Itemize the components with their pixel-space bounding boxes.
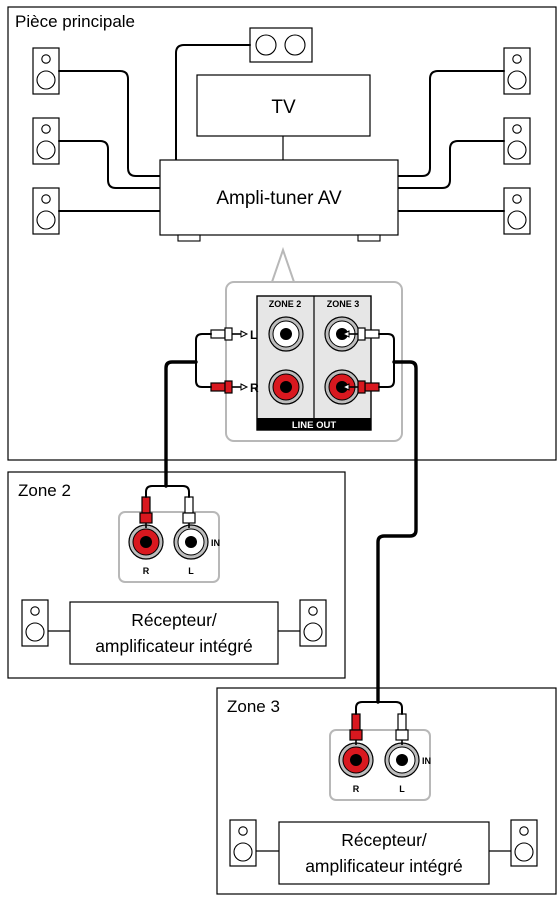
receiver-foot-right xyxy=(357,234,381,242)
zone3-jack-r-label: R xyxy=(353,784,360,794)
zone2-receiver-line2: amplificateur intégré xyxy=(95,636,253,656)
tv-label: TV xyxy=(271,97,296,118)
front-left-speaker-icon xyxy=(32,47,60,95)
zone2-jack-r-label: R xyxy=(143,566,150,576)
zone3-receiver-box xyxy=(278,821,490,885)
zone2-left-input-jack xyxy=(173,524,209,560)
panel-left-label: L xyxy=(250,328,257,342)
surround-left-speaker-icon xyxy=(32,117,60,165)
zone2-red-plug-icon xyxy=(139,496,153,529)
line-out-footer-bar xyxy=(257,418,371,430)
surround-right-speaker-icon xyxy=(503,117,531,165)
zone2-cable xyxy=(145,333,212,498)
zone2-jack-l-label: L xyxy=(188,566,194,576)
front-right-speaker-icon xyxy=(503,47,531,95)
surround-back-left-speaker-icon xyxy=(32,187,60,235)
zone3-receiver-line2: amplificateur intégré xyxy=(305,856,463,876)
zone2-right-output-jack xyxy=(268,369,304,405)
zone3-left-input-jack xyxy=(384,742,420,778)
zone3-output-label: ZONE 3 xyxy=(327,299,360,309)
zone2-receiver-box xyxy=(69,601,279,665)
zone3-in-label: IN xyxy=(422,756,431,766)
zone3-white-plug-icon xyxy=(395,713,409,746)
receiver-foot-left xyxy=(177,234,201,242)
av-receiver-label: Ampli-tuner AV xyxy=(216,188,342,209)
zone3-receiver-line1: Récepteur/ xyxy=(341,830,427,850)
zone2-left-speaker-icon xyxy=(21,599,49,647)
zone3-right-input-jack xyxy=(338,742,374,778)
zone2-right-speaker-icon xyxy=(299,599,327,647)
zone2-title: Zone 2 xyxy=(18,481,71,500)
zone2-receiver-line1: Récepteur/ xyxy=(131,610,217,630)
zone2-left-output-jack xyxy=(268,316,304,352)
zone3-title: Zone 3 xyxy=(227,697,280,716)
zone2-white-plug-icon xyxy=(182,496,196,529)
zone2-in-label: IN xyxy=(211,538,220,548)
av-receiver-box xyxy=(159,159,399,236)
zone3-right-speaker-icon xyxy=(510,819,538,867)
zone3-cable xyxy=(355,333,418,715)
panel-zoom-callout xyxy=(271,246,295,283)
center-speaker-icon xyxy=(249,27,313,63)
zone3-red-plug-icon xyxy=(349,713,363,746)
line-out-footer-label: LINE OUT xyxy=(292,420,337,431)
zone2-right-input-jack xyxy=(128,524,164,560)
zone3-left-speaker-icon xyxy=(229,819,257,867)
tv-box xyxy=(196,74,371,137)
zone3-jack-l-label: L xyxy=(399,784,405,794)
panel-right-label: R xyxy=(250,381,259,395)
surround-back-right-speaker-icon xyxy=(503,187,531,235)
speaker-wires xyxy=(58,44,505,212)
zone2-output-label: ZONE 2 xyxy=(269,299,302,309)
main-room-title: Pièce principale xyxy=(15,12,135,31)
